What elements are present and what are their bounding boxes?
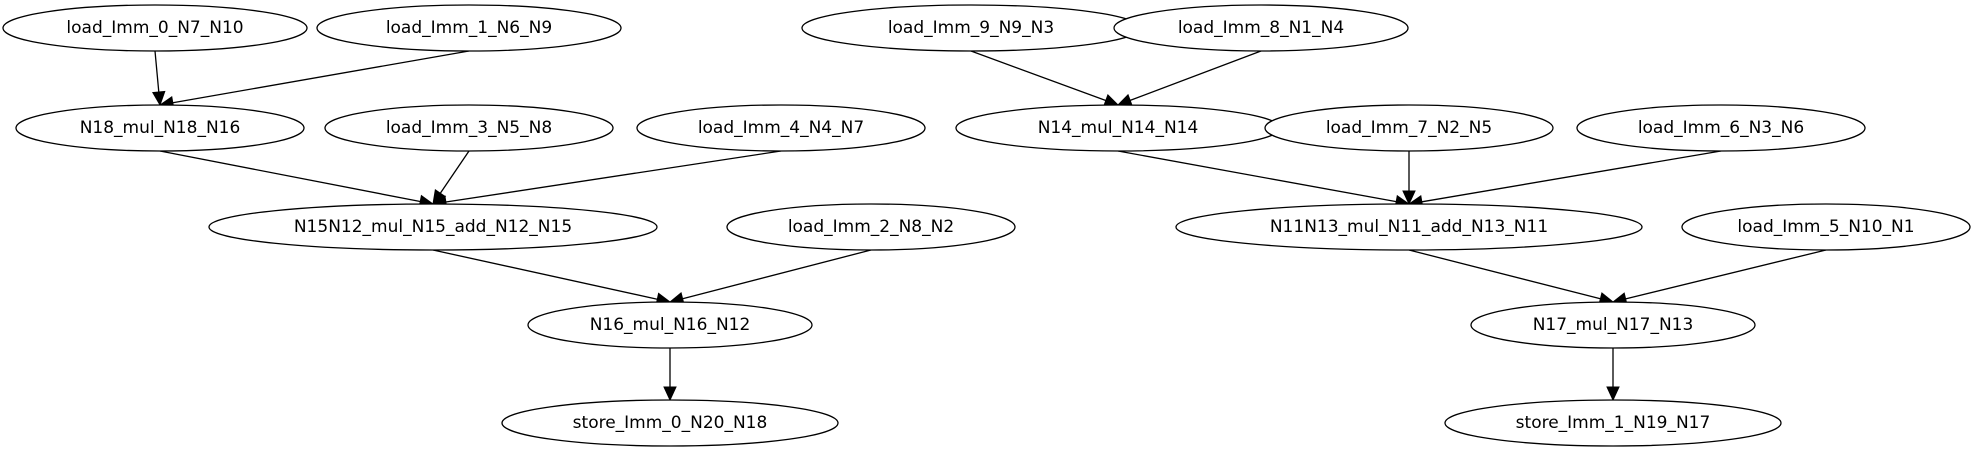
edge-line [159,150,421,203]
node-label: store_Imm_0_N20_N18 [573,413,768,433]
node-load-imm-8-n1-n4: load_Imm_8_N1_N4 [1113,4,1409,52]
edge-n15n12-mul-n15-add-n12-n15-to-n16-mul-n16-n12 [432,249,672,306]
node-ellipse [324,104,614,152]
edge-line [154,50,160,93]
node-label: load_Imm_6_N3_N6 [1638,118,1804,138]
node-ellipse [2,4,308,52]
edge-n11n13-mul-n11-add-n13-n11-to-n17-mul-n17-n13 [1408,249,1615,306]
node-n17-mul-n17-n13: N17_mul_N17_N13 [1470,301,1756,349]
node-ellipse [15,104,305,152]
arrowhead [1116,93,1134,107]
node-ellipse [1175,203,1643,251]
arrowhead [1606,386,1620,402]
node-store-imm-1-n19-n17: store_Imm_1_N19_N17 [1444,399,1782,447]
edge-line [1117,150,1397,203]
node-load-imm-9-n9-n3: load_Imm_9_N9_N3 [801,4,1141,52]
edge-load-imm-5-n10-n1-to-n17-mul-n17-n13 [1611,249,1827,306]
node-ellipse [636,104,926,152]
edge-load-imm-1-n6-n9-to-n18-mul-n18-n16 [158,50,470,110]
edge-load-imm-6-n3-n6-to-n11n13-mul-n11-add-n13-n11 [1407,150,1722,209]
edge-line [172,50,470,104]
node-ellipse [1264,104,1554,152]
edge-load-imm-2-n8-n2-to-n16-mul-n16-n12 [668,249,872,306]
node-load-imm-5-n10-n1: load_Imm_5_N10_N1 [1681,203,1971,251]
edge-load-imm-3-n5-n8-to-n15n12-mul-n15-add-n12-n15 [432,150,470,205]
edge-line [445,150,782,203]
node-n11n13-mul-n11-add-n13-n11: N11N13_mul_N11_add_N13_N11 [1175,203,1643,251]
arrowhead [152,90,166,107]
node-ellipse [1576,104,1866,152]
node-label: load_Imm_1_N6_N9 [386,18,552,38]
node-load-imm-1-n6-n9: load_Imm_1_N6_N9 [316,4,622,52]
node-n15n12-mul-n15-add-n12-n15: N15N12_mul_N15_add_N12_N15 [208,203,658,251]
node-load-imm-6-n3-n6: load_Imm_6_N3_N6 [1576,104,1866,152]
edge-load-imm-9-n9-n3-to-n14-mul-n14-n14 [970,50,1120,107]
node-label: N11N13_mul_N11_add_N13_N11 [1270,217,1548,237]
node-ellipse [1470,301,1756,349]
node-ellipse [316,4,622,52]
node-label: N16_mul_N16_N12 [590,315,751,335]
edge-line [970,50,1107,102]
node-ellipse [1444,399,1782,447]
node-label: N14_mul_N14_N14 [1038,118,1199,138]
edge-line [1421,150,1722,203]
node-label: load_Imm_4_N4_N7 [698,118,864,138]
node-ellipse [1113,4,1409,52]
node-load-imm-2-n8-n2: load_Imm_2_N8_N2 [726,203,1016,251]
node-ellipse [726,203,1016,251]
arrowhead [663,386,677,402]
edge-line [439,150,470,194]
node-label: load_Imm_8_N1_N4 [1178,18,1344,38]
node-label: N15N12_mul_N15_add_N12_N15 [294,217,572,237]
edge-n16-mul-n16-n12-to-store-imm-0-n20-n18 [663,348,677,402]
node-label: load_Imm_5_N10_N1 [1737,217,1914,237]
node-load-imm-4-n4-n7: load_Imm_4_N4_N7 [636,104,926,152]
edge-line [432,249,658,300]
edge-load-imm-0-n7-n10-to-n18-mul-n18-n16 [152,50,166,107]
node-n18-mul-n18-n16: N18_mul_N18_N16 [15,104,305,152]
node-ellipse [208,203,658,251]
edge-n17-mul-n17-n13-to-store-imm-1-n19-n17 [1606,348,1620,402]
node-label: load_Imm_0_N7_N10 [66,18,243,38]
edge-line [1625,249,1827,300]
node-label: load_Imm_9_N9_N3 [888,18,1054,38]
node-label: load_Imm_3_N5_N8 [386,118,552,138]
edge-load-imm-7-n2-n5-to-n11n13-mul-n11-add-n13-n11 [1402,151,1416,206]
node-load-imm-3-n5-n8: load_Imm_3_N5_N8 [324,104,614,152]
node-ellipse [527,301,813,349]
node-store-imm-0-n20-n18: store_Imm_0_N20_N18 [501,399,839,447]
node-label: store_Imm_1_N19_N17 [1516,413,1711,433]
edge-n18-mul-n18-n16-to-n15n12-mul-n15-add-n12-n15 [159,150,435,209]
node-ellipse [501,399,839,447]
node-label: N17_mul_N17_N13 [1533,315,1694,335]
node-n14-mul-n14-n14: N14_mul_N14_N14 [955,104,1281,152]
node-load-imm-7-n2-n5: load_Imm_7_N2_N5 [1264,104,1554,152]
node-label: N18_mul_N18_N16 [80,118,241,138]
edge-n14-mul-n14-n14-to-n11n13-mul-n11-add-n13-n11 [1117,150,1411,209]
node-label: load_Imm_7_N2_N5 [1326,118,1492,138]
arrowhead [1402,190,1416,206]
edge-load-imm-4-n4-n7-to-n15n12-mul-n15-add-n12-n15 [431,150,782,209]
edge-line [1408,249,1601,300]
edge-line [682,249,872,300]
edge-line [1129,50,1262,102]
node-label: load_Imm_2_N8_N2 [788,217,954,237]
node-ellipse [1681,203,1971,251]
node-layer: load_Imm_0_N7_N10 load_Imm_1_N6_N9 load_Im… [2,4,1971,447]
edge-load-imm-8-n1-n4-to-n14-mul-n14-n14 [1116,50,1262,107]
node-n16-mul-n16-n12: N16_mul_N16_N12 [527,301,813,349]
node-load-imm-0-n7-n10: load_Imm_0_N7_N10 [2,4,308,52]
